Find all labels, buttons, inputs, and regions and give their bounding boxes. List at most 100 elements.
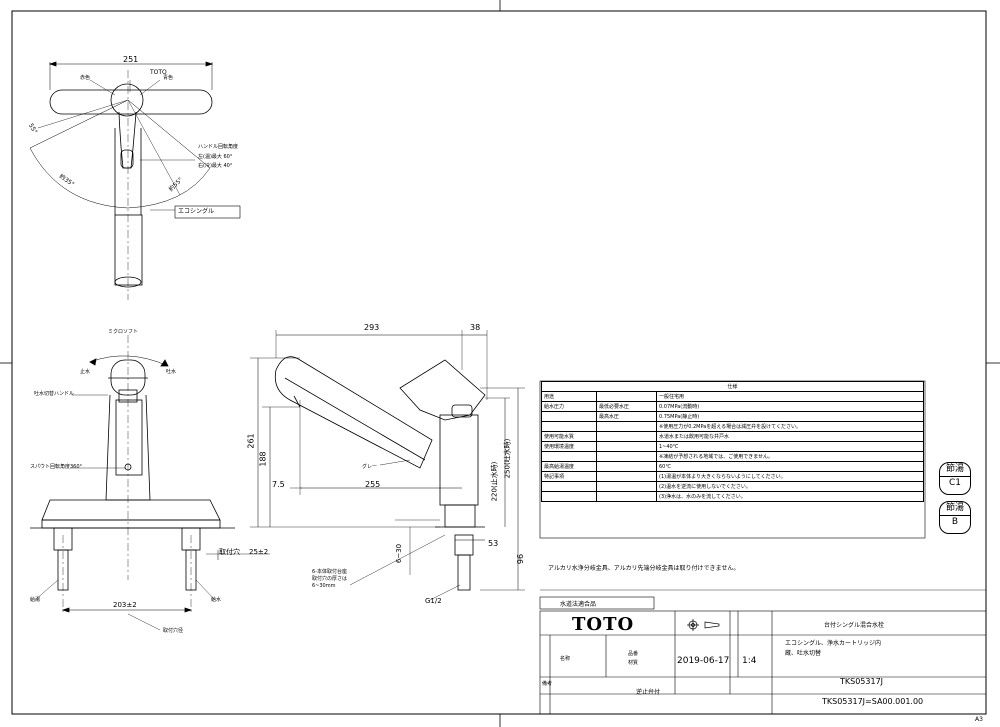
dim-188: 188	[258, 451, 268, 467]
dim-7-5: 7.5	[272, 480, 285, 489]
spec-cell	[596, 451, 657, 462]
handle-note-line-1: 左(温)最大 60°	[198, 154, 233, 160]
side-note-1: 6-本体取付台座	[312, 569, 347, 575]
top-width-dim: 251	[123, 55, 139, 64]
dim-96: 96	[516, 553, 526, 565]
spec-row: ※凍結が予想される地域では、ご使用できません。	[541, 451, 924, 462]
spec-cell: 最高給湯温度	[541, 461, 597, 472]
label-name: 名称	[560, 656, 571, 662]
spec-cell: (3)浄水は、水のみを流してください。	[656, 491, 924, 502]
top-hot-label: 赤色	[80, 75, 91, 81]
side-note-2: 取付穴の厚さは	[312, 576, 348, 582]
spec-cell: 1~40℃	[656, 441, 924, 452]
flow-label: 吐水	[166, 369, 177, 375]
spec-cell	[541, 491, 597, 502]
drawing-border	[11, 10, 987, 715]
mount-label: 取付穴	[219, 548, 240, 556]
spec-cell	[596, 491, 657, 502]
drawing-code: TKS05317J=SA00.001.00	[822, 697, 924, 706]
spec-cell	[596, 461, 657, 472]
spec-cell: (1)湯温が本体より大きくならないようにしてください。	[656, 471, 924, 482]
handle-note-line-2: 右(冷)最大 40°	[198, 163, 233, 169]
lever-label: 吐水切替ハンドル	[34, 391, 75, 397]
product-desc-2: 蔵、吐水切替	[785, 650, 822, 657]
badge-top-text: 節湯	[940, 502, 970, 516]
label-model: 品番	[628, 651, 639, 657]
spec-cell: (2)温水を逆流に使用しないでください。	[656, 481, 924, 492]
eco-single-label: エコシングル	[178, 208, 215, 215]
drawing-date: 2019-06-17	[677, 656, 730, 666]
spec-cell: 使用環境温度	[541, 441, 597, 452]
drawing-type: 逆止弁付	[636, 689, 661, 696]
top-brand-label: TOTO	[150, 69, 167, 76]
spec-cell: 給水圧力	[541, 401, 597, 412]
spec-cell: 特記事項	[541, 471, 597, 482]
left-supply-label: 給湯	[30, 597, 41, 603]
spec-cell	[596, 481, 657, 492]
label-notes: 備考	[542, 681, 553, 687]
brand-logo: TOTO	[572, 614, 635, 635]
spec-cell: 水道水または飲用可能な井戸水	[656, 431, 924, 442]
mount-dim: 25±2	[249, 548, 269, 556]
spec-row: (3)浄水は、水のみを流してください。	[541, 491, 924, 502]
dim-6-30: 6~30	[395, 543, 404, 564]
spec-cell	[596, 471, 657, 482]
badge-top-text: 節湯	[940, 463, 970, 477]
product-name: 台付シングル混合水栓	[824, 622, 885, 629]
dim-53: 53	[488, 539, 499, 548]
top-view	[29, 61, 241, 300]
micro-label: ミクロソフト	[108, 329, 139, 335]
pitch-dim: 203±2	[113, 601, 137, 609]
water-saving-badge-c1: 節湯 C1	[939, 462, 971, 495]
title-block-lines	[539, 596, 987, 715]
model-number: TKS05317J	[840, 677, 884, 686]
spec-cell: 最高水圧	[596, 411, 657, 422]
spec-cell	[596, 421, 657, 432]
spec-cell	[541, 411, 597, 422]
spec-cell	[596, 391, 657, 402]
sheet-size: A3	[975, 716, 983, 723]
badge-bottom-text: B	[951, 517, 959, 527]
side-view	[250, 330, 525, 601]
spec-row: 特記事項 (1)湯温が本体より大きくならないようにしてください。	[541, 471, 924, 482]
spec-cell	[541, 421, 597, 432]
dim-220: 220(止水時)	[490, 461, 499, 502]
dim-293: 293	[364, 323, 380, 332]
right-supply-label: 給水	[211, 597, 222, 603]
spec-cell: 0.07MPa(流動時)	[656, 401, 924, 412]
thread-label: G1/2	[425, 597, 442, 605]
spec-cell: 最低必要水圧	[596, 401, 657, 412]
handle-note-title: ハンドル回転角度	[198, 144, 239, 150]
mount-hole-note: 取付穴径	[163, 628, 184, 634]
spec-row: 最高給湯温度 60℃	[541, 461, 924, 472]
spec-cell	[596, 441, 657, 452]
product-desc-1: エコシングル、浄水カートリッジ内	[785, 640, 882, 647]
spec-row: 用途一般住宅用	[541, 391, 924, 402]
section-label: 水道法適合品	[560, 601, 597, 608]
spec-cell: 0.75MPa(静止時)	[656, 411, 924, 422]
label-material: 材質	[628, 660, 639, 666]
side-note-3: 6~30mm	[312, 583, 336, 589]
spec-cell	[541, 481, 597, 492]
projection-symbol-icon	[687, 619, 720, 631]
stop-label: 止水	[80, 369, 91, 375]
badge-bottom-text: C1	[948, 478, 961, 488]
spec-cell: ※凍結が予想される地域では、ご使用できません。	[656, 451, 924, 462]
top-cold-label: 青色	[163, 75, 174, 81]
dim-250: 250(吐水時)	[503, 438, 512, 479]
spout-rotation-label: スパウト回転角度360°	[30, 464, 83, 470]
spec-row: 使用可能水質水道水または飲用可能な井戸水	[541, 431, 924, 442]
dim-255: 255	[365, 480, 381, 489]
spec-row: ※使用圧力が0.2MPaを超える場合は減圧弁を設けてください。	[541, 421, 924, 432]
alkaline-note: アルカリ水浄分岐金具、アルカリ先端分岐金具は取り付けできません。	[548, 565, 740, 572]
spec-cell	[541, 451, 597, 462]
spec-row: 使用環境温度 1~40℃	[541, 441, 924, 452]
dim-38: 38	[470, 323, 481, 332]
dim-261: 261	[246, 433, 256, 449]
spec-cell: 60℃	[656, 461, 924, 472]
spec-cell: 用途	[541, 391, 597, 402]
